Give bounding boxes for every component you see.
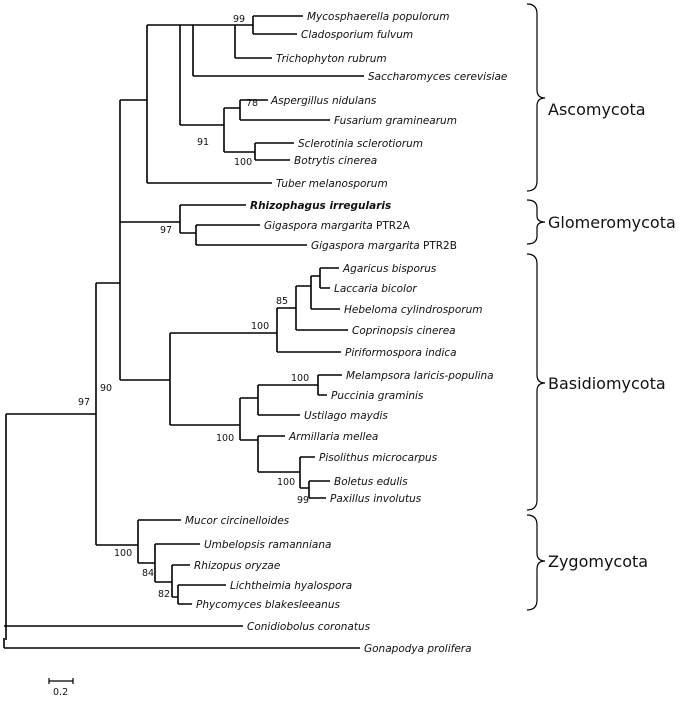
taxon-gigaspora-a-name: Gigaspora margarita [264,220,373,232]
support-scl-bot: 100 [234,157,252,168]
taxon-saccharomyces-cerevisiae: Saccharomyces cerevisiae [368,71,507,83]
support-bol-pax-outer: 100 [277,477,295,488]
taxon-tuber-melanosporum: Tuber melanosporum [276,178,388,190]
support-basidio: 90 [100,383,112,394]
root-stem [4,414,243,640]
support-glomero: 97 [160,225,172,236]
clade-braces [526,3,546,611]
scale-bar-label: 0.2 [53,687,68,698]
glomero-stem [120,204,246,233]
scale-bar-line [48,678,74,684]
clade-label-ascomycota: Ascomycota [548,100,646,119]
taxon-gigaspora-b-name: Gigaspora margarita [311,240,420,252]
basidio-stem [120,333,171,425]
support-zygo-root: 100 [114,548,132,559]
asco-upper-inner [193,24,272,59]
taxon-hebeloma-cylindrosporum: Hebeloma cylindrosporum [344,304,482,316]
taxon-conidiobolus-coronatus: Conidiobolus coronatus [247,621,371,633]
support-bol-pax: 99 [297,495,309,506]
taxon-sclerotinia-sclerotiorum: Sclerotinia sclerotiorum [298,138,423,150]
myco-clado-node [235,15,303,35]
support-myco-clado: 99 [233,14,245,25]
clade-label-glomeromycota: Glomeromycota [548,213,676,232]
brace-glomeromycota [526,199,546,245]
support-asp-scl-group: 91 [197,137,209,148]
support-mel-puc: 100 [291,373,309,384]
ascomycota-stem [120,25,272,184]
taxon-agaricus-bisporus: Agaricus bisporus [342,263,437,275]
pucc-group-stem [170,398,241,440]
bol-pax-node [300,480,330,499]
clade-label-zygomycota: Zygomycota [548,552,648,571]
root-branch [3,638,360,649]
rhiz-group-node [155,564,190,597]
mel-puc-node [258,374,342,396]
tree-branches [3,15,364,649]
scale-bar: 0.2 [48,678,74,698]
pis-bol-stem [258,456,315,488]
taxon-coprinopsis-cinerea: Coprinopsis cinerea [352,325,456,337]
agaricus-laccaria-node [311,267,339,289]
taxon-melampsora-laricis-populina: Melampsora laricis-populina [346,370,494,382]
arm-pis-stem [240,435,285,472]
taxon-mycosphaerella-populorum: Mycosphaerella populorum [307,11,450,23]
support-dikarya-zygo: 97 [78,397,90,408]
support-values: 99 78 91 100 97 85 100 90 100 100 100 99… [78,14,309,600]
support-asp-fus: 78 [246,98,258,109]
dikarya-zygo-stem [6,283,97,545]
taxon-rhizopus-oryzae: Rhizopus oryzae [194,560,280,572]
support-agaric-piri: 100 [251,321,269,332]
taxon-labels: Mycosphaerella populorum Cladosporium fu… [185,11,507,655]
taxon-phycomyces-blakesleeanus: Phycomyces blakesleeanus [196,599,340,611]
mel-puc-stem [240,385,300,416]
support-lich-phy: 82 [158,589,170,600]
taxon-laccaria-bicolor: Laccaria bicolor [334,283,417,295]
scl-bot-node [224,142,294,161]
asp-fus-node [224,99,330,121]
taxon-trichophyton-rubrum: Trichophyton rubrum [276,53,387,65]
taxon-botrytis-cinerea: Botrytis cinerea [294,155,377,167]
taxon-gigaspora-a-gene: PTR2A [376,220,411,232]
taxon-armillaria-mellea: Armillaria mellea [288,431,378,443]
support-pucc-group: 100 [216,433,234,444]
taxon-pisolithus-microcarpus: Pisolithus microcarpus [319,452,438,464]
taxon-lichtheimia-hyalospora: Lichtheimia hyalospora [230,580,352,592]
brace-basidiomycota [526,253,546,511]
taxon-fusarium-graminearum: Fusarium graminearum [334,115,457,127]
agaricales-inner [277,286,348,331]
upper-group-stem [96,100,121,380]
taxon-gigaspora-margarita-ptr2b: Gigaspora margarita PTR2B [311,240,457,252]
asp-scl-stem [180,108,225,152]
taxon-aspergillus-nidulans: Aspergillus nidulans [270,95,377,107]
taxon-umbelopsis-ramanniana: Umbelopsis ramanniana [204,539,331,551]
taxon-boletus-edulis: Boletus edulis [334,476,408,488]
taxon-gigaspora-margarita-ptr2a: Gigaspora margarita PTR2A [264,220,411,232]
asco-inner-stem [147,24,181,125]
taxon-rhizophagus-irregularis: Rhizophagus irregularis [250,200,391,212]
agaricales-stem [170,308,341,353]
taxon-gonapodya-prolifera: Gonapodya prolifera [364,643,472,655]
agaricus-laccaria-hebeloma [296,276,340,310]
clade-label-basidiomycota: Basidiomycota [548,374,666,393]
taxon-paxillus-involutus: Paxillus involutus [330,493,422,505]
asco-upper-stem [180,24,364,77]
taxon-mucor-circinelloides: Mucor circinelloides [185,515,290,527]
lich-phy-node [172,584,226,605]
brace-ascomycota [526,3,546,192]
taxon-puccinia-graminis: Puccinia graminis [331,390,424,402]
zygo-inner-stem [138,543,200,582]
support-rhiz-group: 84 [142,568,154,579]
clade-labels: Ascomycota Glomeromycota Basidiomycota Z… [548,100,676,571]
taxon-piriformospora-indica: Piriformospora indica [345,347,457,359]
support-agaricales: 85 [276,296,288,307]
taxon-ustilago-maydis: Ustilago maydis [304,410,388,422]
brace-zygomycota [526,514,546,611]
gigaspora-node [180,224,307,246]
taxon-gigaspora-b-gene: PTR2B [423,240,457,252]
zygo-stem [96,519,181,563]
taxon-cladosporium-fulvum: Cladosporium fulvum [301,29,413,41]
